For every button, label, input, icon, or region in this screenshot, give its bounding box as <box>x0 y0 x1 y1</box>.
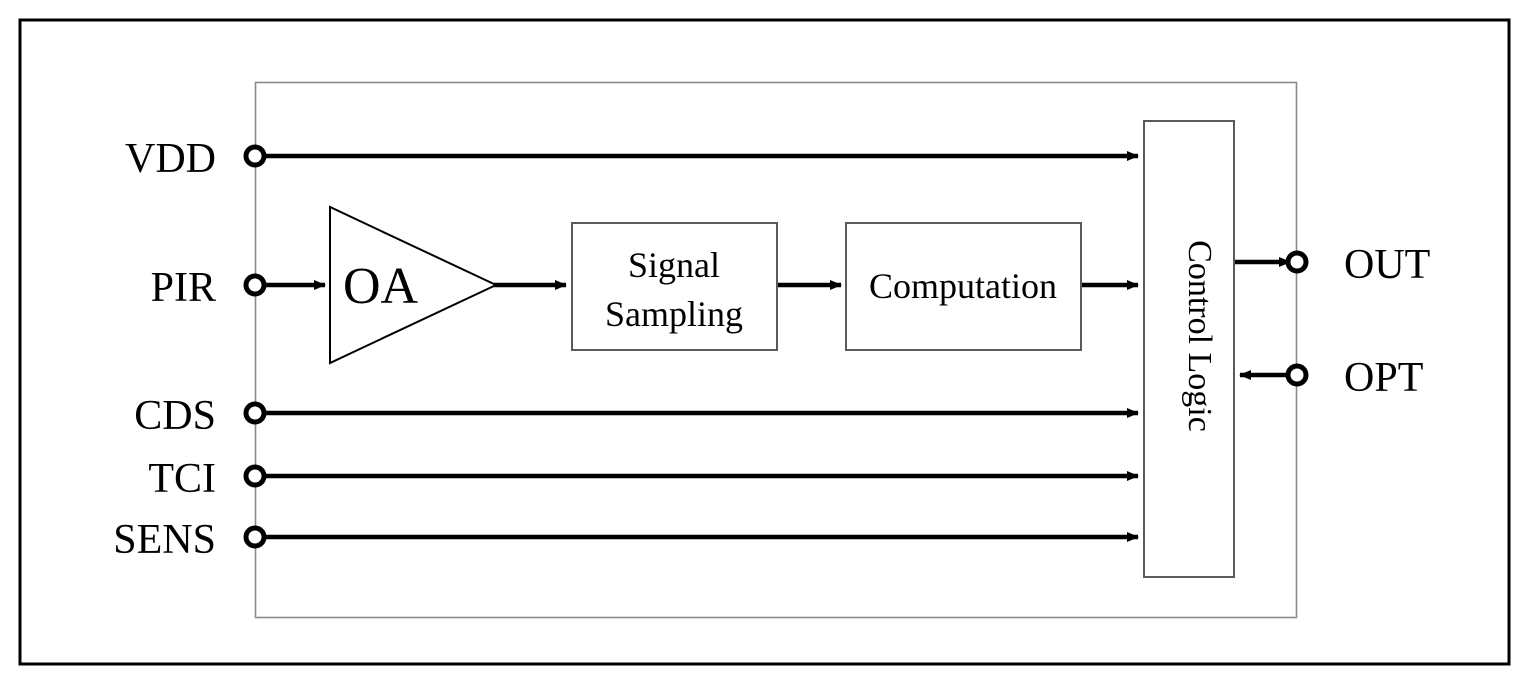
pin-label-pir: PIR <box>151 265 216 311</box>
pin-terminal-out[interactable] <box>1285 250 1309 274</box>
block-computation-label: Computation <box>869 266 1057 306</box>
block-oa[interactable] <box>329 205 499 365</box>
pin-label-vdd: VDD <box>125 136 216 182</box>
pin-terminal-cds[interactable] <box>243 401 267 425</box>
block-signal-sampling-label-line2: Sampling <box>605 294 743 334</box>
pin-terminal-sens[interactable] <box>243 525 267 549</box>
pin-terminal-vdd[interactable] <box>243 144 267 168</box>
pin-label-out: OUT <box>1344 242 1430 288</box>
pin-label-opt: OPT <box>1344 355 1423 401</box>
block-signal-sampling[interactable] <box>571 222 778 351</box>
block-oa-label: OA <box>343 258 419 315</box>
pin-label-tci: TCI <box>148 456 216 502</box>
block-computation[interactable] <box>845 222 1082 351</box>
pin-terminal-tci[interactable] <box>243 464 267 488</box>
block-signal-sampling-label-line1: Signal <box>628 245 720 285</box>
pin-terminal-pir[interactable] <box>243 273 267 297</box>
pin-terminal-opt[interactable] <box>1285 363 1309 387</box>
block-control-logic[interactable] <box>1143 120 1235 578</box>
pin-label-sens: SENS <box>113 517 216 563</box>
chip-boundary <box>254 81 1298 619</box>
block-control-logic-label: Control Logic <box>1181 240 1218 432</box>
pin-label-cds: CDS <box>134 393 216 439</box>
